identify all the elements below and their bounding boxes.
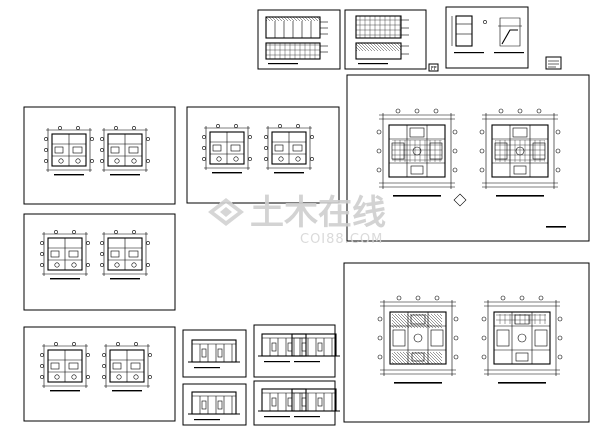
sheet-bottom-elev-1 <box>182 329 247 378</box>
sheet-mid-1 <box>186 106 340 204</box>
sheet-right-large-1 <box>346 74 590 242</box>
sheet-top-detail <box>445 6 529 69</box>
sheet-small-tag: FF <box>428 63 439 72</box>
watermark: 土木在线 COI88.COM <box>208 193 386 247</box>
sheet-left-1 <box>23 106 176 205</box>
sheet-top-elevation-2 <box>344 9 427 70</box>
sheet-right-large-2 <box>343 262 590 423</box>
watermark-name: 土木在线 <box>250 193 386 233</box>
sheet-left-2 <box>23 213 176 311</box>
sheet-bottom-elev-4 <box>253 380 341 426</box>
watermark-logo-icon <box>208 198 244 226</box>
sheet-bottom-elev-2 <box>253 324 341 378</box>
sheet-left-3 <box>23 326 176 422</box>
small-tag-label: FF <box>431 66 437 72</box>
watermark-site: COI88.COM <box>300 232 383 247</box>
sheet-legend-box <box>545 56 562 70</box>
sheet-top-elevation-1 <box>257 9 341 70</box>
sheet-bottom-elev-3 <box>182 383 247 426</box>
